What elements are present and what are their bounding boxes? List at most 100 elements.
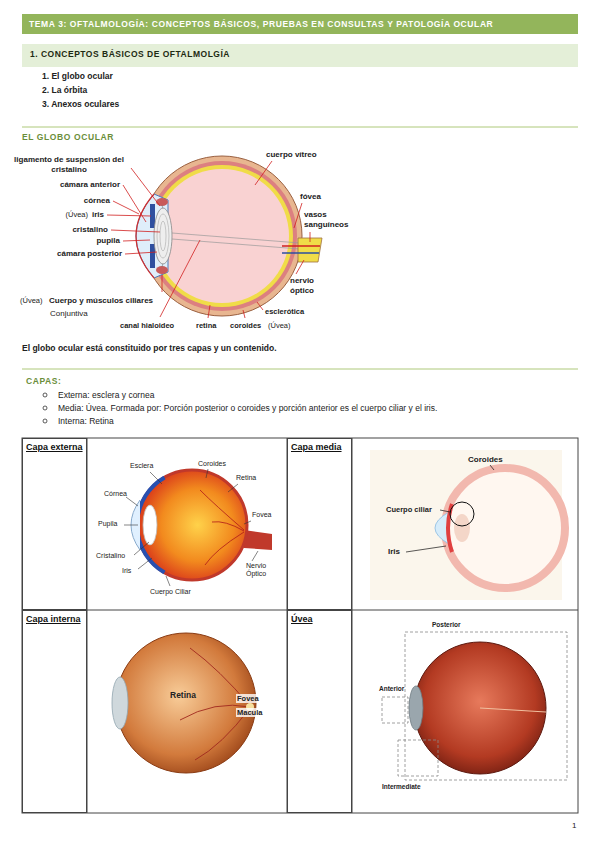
text-label: Interna: Retina	[58, 416, 114, 426]
label-anchor: cuerpo vítreo	[266, 150, 317, 160]
part-label: ligamento de suspensión del cristalino	[10, 155, 128, 174]
text-label: Nervio Óptico	[246, 562, 280, 579]
label-anchor: (Úvea)	[20, 296, 43, 305]
text-label: Retina	[236, 474, 256, 482]
text-label: Posterior	[432, 621, 461, 629]
table-cell: Capa interna	[22, 610, 87, 813]
uvea-figure	[382, 632, 567, 780]
part-label: Conjuntiva	[50, 309, 88, 319]
title-band: TEMA 3: OFTALMOLOGÍA: CONCEPTOS BÁSICOS,…	[22, 14, 578, 34]
part-label: nervio óptico	[290, 276, 324, 295]
label-anchor: Media: Úvea. Formada por: Porción poster…	[58, 403, 437, 413]
text-label: Cuerpo ciliar	[386, 505, 432, 514]
label-anchor: Retina	[170, 690, 196, 700]
text-label: Cristalino	[96, 552, 125, 560]
text-label: EL GLOBO OCULAR	[22, 132, 114, 142]
label-anchor: Esclera	[130, 462, 153, 470]
label-anchor: Fovea	[236, 694, 260, 703]
text-label: Macula	[236, 708, 263, 717]
eye-inner-layer-figure	[112, 633, 256, 773]
label-anchor: Coroides	[468, 455, 503, 465]
label-anchor: Fovea	[252, 511, 271, 519]
label-anchor: 1	[572, 821, 576, 831]
box-text: Capa interna	[26, 614, 83, 625]
text-label: Iris	[388, 547, 400, 557]
text-label: Retina	[170, 690, 196, 700]
eye-middle-layer-figure	[370, 450, 565, 600]
part-label: vasos sanguíneos	[304, 210, 358, 229]
label-anchor: cámara posterior	[57, 249, 122, 259]
table-cell: Capa externa	[22, 438, 87, 610]
text-label: Anterior	[379, 685, 404, 693]
text-label: Coroides	[468, 455, 503, 465]
text-label: Iris	[122, 567, 131, 575]
label-anchor: 2. La órbita	[42, 85, 87, 95]
label-anchor: Cuerpo y músculos ciliares	[49, 296, 153, 306]
label-anchor: fóvea	[300, 192, 321, 202]
label-anchor: Intermediate	[382, 783, 421, 791]
label-anchor: EL GLOBO OCULAR	[22, 132, 114, 142]
part-label: córnea	[84, 196, 110, 206]
label-anchor: Nervio Óptico	[246, 562, 280, 579]
text-label: CAPAS:	[26, 376, 62, 386]
label-anchor: retina	[196, 321, 216, 330]
part-label: cámara posterior	[57, 249, 122, 259]
text-label: 3. Anexos oculares	[42, 99, 119, 109]
text-label: Externa: esclera y cornea	[58, 390, 154, 400]
table-grid	[22, 438, 578, 813]
section-band: 1. CONCEPTOS BÁSICOS DE OFTALMOLGÍA	[22, 44, 578, 67]
label-anchor: Macula	[236, 708, 263, 717]
text-label: Coroides	[198, 460, 226, 468]
page-title: TEMA 3: OFTALMOLOGÍA: CONCEPTOS BÁSICOS,…	[29, 19, 571, 29]
text-label: Intermediate	[382, 783, 421, 791]
box-text: Capa externa	[26, 442, 83, 453]
part-label: Cuerpo y músculos ciliares	[49, 296, 153, 306]
text-label: Esclera	[130, 462, 153, 470]
part-label: iris	[92, 210, 104, 220]
label-anchor: Córnea	[104, 490, 127, 498]
label-anchor: Coroides	[198, 460, 226, 468]
label-anchor: Iris	[122, 567, 131, 575]
label-anchor: canal hialoideo	[120, 321, 174, 330]
label-anchor: nervio óptico	[290, 276, 324, 295]
part-label: pupila	[96, 236, 120, 246]
part-label: esclerótica	[265, 307, 304, 316]
leader-lines	[107, 161, 310, 318]
label-anchor: coroides	[230, 321, 261, 330]
text-label: Pupila	[98, 520, 117, 528]
part-label: canal hialoideo	[120, 321, 174, 330]
part-label: cuerpo vítreo	[266, 150, 317, 160]
label-anchor: Cuerpo ciliar	[386, 505, 432, 514]
label-anchor: Posterior	[432, 621, 461, 629]
label-anchor: Conjuntiva	[50, 309, 88, 319]
label-anchor: 1. El globo ocular	[42, 71, 113, 81]
label-anchor: 3. Anexos oculares	[42, 99, 119, 109]
box-text: 1. CONCEPTOS BÁSICOS DE OFTALMOLGÍA	[30, 49, 570, 59]
box-text: Capa media	[291, 442, 348, 453]
text-label: Fovea	[236, 694, 260, 703]
label-anchor: cámara anterior	[60, 180, 120, 190]
table-cell: Úvea	[287, 610, 352, 813]
part-label: (Úvea)	[20, 296, 43, 305]
bullet-marks	[43, 393, 47, 423]
part-label: fóvea	[300, 192, 321, 202]
label-anchor: cristalino	[72, 225, 108, 235]
label-anchor: Retina	[236, 474, 256, 482]
box-text: Úvea	[291, 614, 348, 625]
label-anchor: iris	[92, 210, 104, 220]
label-anchor: (Úvea)	[268, 321, 291, 330]
label-anchor: (Úvea)	[65, 210, 88, 219]
label-anchor: Cristalino	[96, 552, 125, 560]
label-anchor: Pupila	[98, 520, 117, 528]
rule-line	[22, 127, 578, 128]
part-label: coroides	[230, 321, 261, 330]
text-label: Córnea	[104, 490, 127, 498]
text-label: Fovea	[252, 511, 271, 519]
label-anchor: esclerótica	[265, 307, 304, 316]
part-label: cristalino	[72, 225, 108, 235]
label-anchor: Iris	[388, 547, 400, 557]
table-cell: Capa media	[287, 438, 352, 610]
part-label: retina	[196, 321, 216, 330]
rule-line	[22, 369, 578, 370]
